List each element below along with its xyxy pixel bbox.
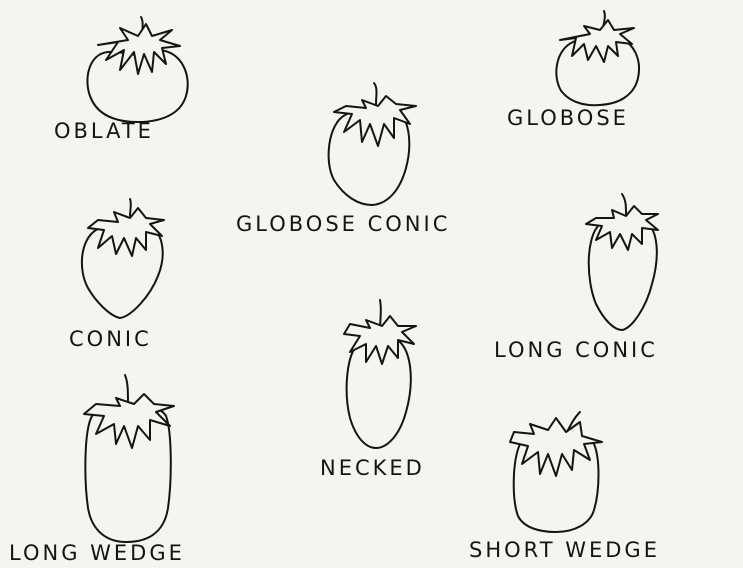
- globose-conic-fruit-drawing: [329, 83, 416, 205]
- short-wedge-fruit-drawing: [510, 412, 602, 532]
- label-long-wedge: LONG WEDGE: [9, 543, 185, 564]
- label-necked: NECKED: [320, 458, 425, 479]
- globose-fruit-drawing: [556, 11, 639, 105]
- label-oblate: OBLATE: [54, 121, 154, 142]
- necked-fruit-drawing: [344, 300, 416, 448]
- label-globose: GLOBOSE: [507, 108, 629, 129]
- conic-fruit-drawing: [82, 199, 164, 318]
- oblate-fruit-drawing: [87, 17, 187, 122]
- label-globose-conic: GLOBOSE CONIC: [236, 214, 450, 235]
- label-conic: CONIC: [69, 329, 152, 350]
- label-short-wedge: SHORT WEDGE: [469, 540, 660, 561]
- long-conic-fruit-drawing: [586, 194, 658, 330]
- long-wedge-fruit-drawing: [84, 375, 174, 542]
- label-long-conic: LONG CONIC: [494, 340, 658, 361]
